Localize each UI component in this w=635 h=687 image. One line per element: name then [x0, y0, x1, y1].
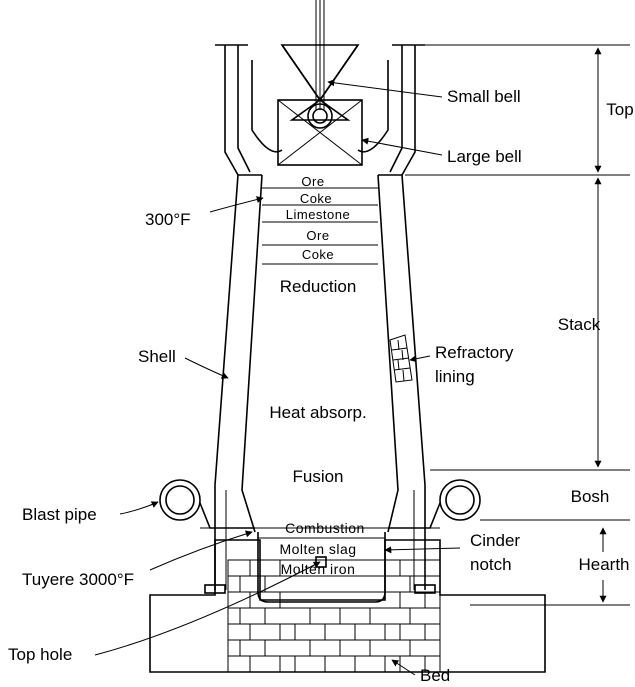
label-blast-pipe: Blast pipe [22, 505, 97, 524]
shell-left-inner [241, 174, 263, 533]
charge-layer-3: Limestone [286, 207, 350, 222]
label-large-bell: Large bell [447, 147, 522, 166]
shell-left-outer [214, 174, 239, 530]
uptake-left [224, 45, 251, 176]
zone-label-stack: Stack [558, 315, 601, 334]
zone-label-top: Top [606, 100, 633, 119]
uptake-right [389, 45, 416, 176]
refractory-lining-patch [389, 334, 413, 383]
label-tuyere: Tuyere 3000°F [22, 570, 134, 589]
bed-bricks [227, 559, 441, 673]
label-bed: Bed [420, 666, 450, 685]
bell-hub [307, 103, 333, 129]
hopper-funnel [251, 60, 389, 153]
zone-heat-absorp: Heat absorp. [269, 403, 366, 422]
dimension-lines [405, 44, 630, 606]
charge-layer-2: Coke [300, 191, 332, 206]
label-refractory-1: Refractory [435, 343, 514, 362]
charge-layer-1: Ore [301, 174, 324, 189]
charge-layer-lines [262, 187, 378, 265]
zone-fusion: Fusion [292, 467, 343, 486]
charge-layer-4: Ore [306, 228, 329, 243]
label-refractory-2: lining [435, 367, 475, 386]
zone-reduction: Reduction [280, 277, 357, 296]
charge-layer-5: Coke [302, 247, 334, 262]
label-300f: 300°F [145, 210, 191, 229]
blast-pipe-left [159, 479, 255, 529]
hearth-crucible [257, 532, 386, 603]
label-small-bell: Small bell [447, 87, 521, 106]
label-cinder-2: notch [470, 555, 512, 574]
label-shell: Shell [138, 347, 176, 366]
large-bell [277, 99, 363, 166]
label-cinder-1: Cinder [470, 531, 520, 550]
zone-molten-slag: Molten slag [279, 541, 356, 557]
shell-right-inner [377, 174, 399, 533]
zone-label-bosh: Bosh [571, 487, 610, 506]
label-top-hole: Top hole [8, 645, 72, 664]
blast-pipe-right [388, 479, 481, 529]
shell-right-outer [401, 174, 426, 530]
zone-label-hearth: Hearth [578, 555, 629, 574]
